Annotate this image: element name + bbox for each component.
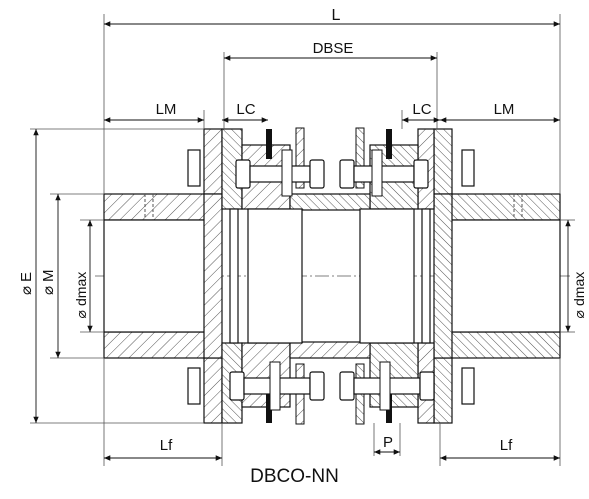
dim-M-label: ⌀ M — [40, 270, 57, 296]
flange-bolt-heads — [187, 149, 475, 405]
right-hub — [433, 128, 561, 424]
extension-lines — [30, 14, 575, 466]
dim-dmax-right-symbol: ⌀ — [571, 309, 587, 318]
dim-dmax-left-label: ⌀ dmax — [73, 272, 89, 319]
dim-Lf-right-label: Lf — [500, 437, 513, 454]
dim-M-symbol: ⌀ — [40, 286, 57, 295]
dim-dmax-left-text: dmax — [73, 272, 89, 306]
dim-M-text: M — [40, 270, 57, 283]
dim-P-label: P — [383, 434, 393, 451]
bolt-lower-right — [339, 361, 435, 411]
dim-LM-right-label: LM — [494, 101, 515, 118]
dim-LC-right-label: LC — [412, 101, 431, 118]
bolt-upper-left — [235, 149, 325, 197]
left-hub — [103, 128, 223, 424]
dim-dmax-right-text: dmax — [571, 272, 587, 306]
dim-E-symbol: ⌀ — [18, 286, 35, 295]
dim-DBSE-label: DBSE — [313, 40, 354, 57]
center-spacer — [247, 127, 415, 425]
dim-dmax-right-label: ⌀ dmax — [571, 272, 587, 319]
bolt-upper-right — [339, 149, 429, 197]
dim-LC-left-label: LC — [236, 101, 255, 118]
dimension-lines — [33, 21, 571, 461]
bolt-lower-left — [229, 361, 325, 411]
dim-L-label: L — [332, 7, 341, 24]
dim-Lf-left-label: Lf — [160, 437, 173, 454]
dim-dmax-left-symbol: ⌀ — [73, 309, 89, 318]
dim-E-text: E — [18, 272, 35, 282]
dim-LM-left-label: LM — [156, 101, 177, 118]
drawing-caption: DBCO-NN — [250, 466, 339, 487]
dim-E-label: ⌀ E — [18, 272, 35, 295]
